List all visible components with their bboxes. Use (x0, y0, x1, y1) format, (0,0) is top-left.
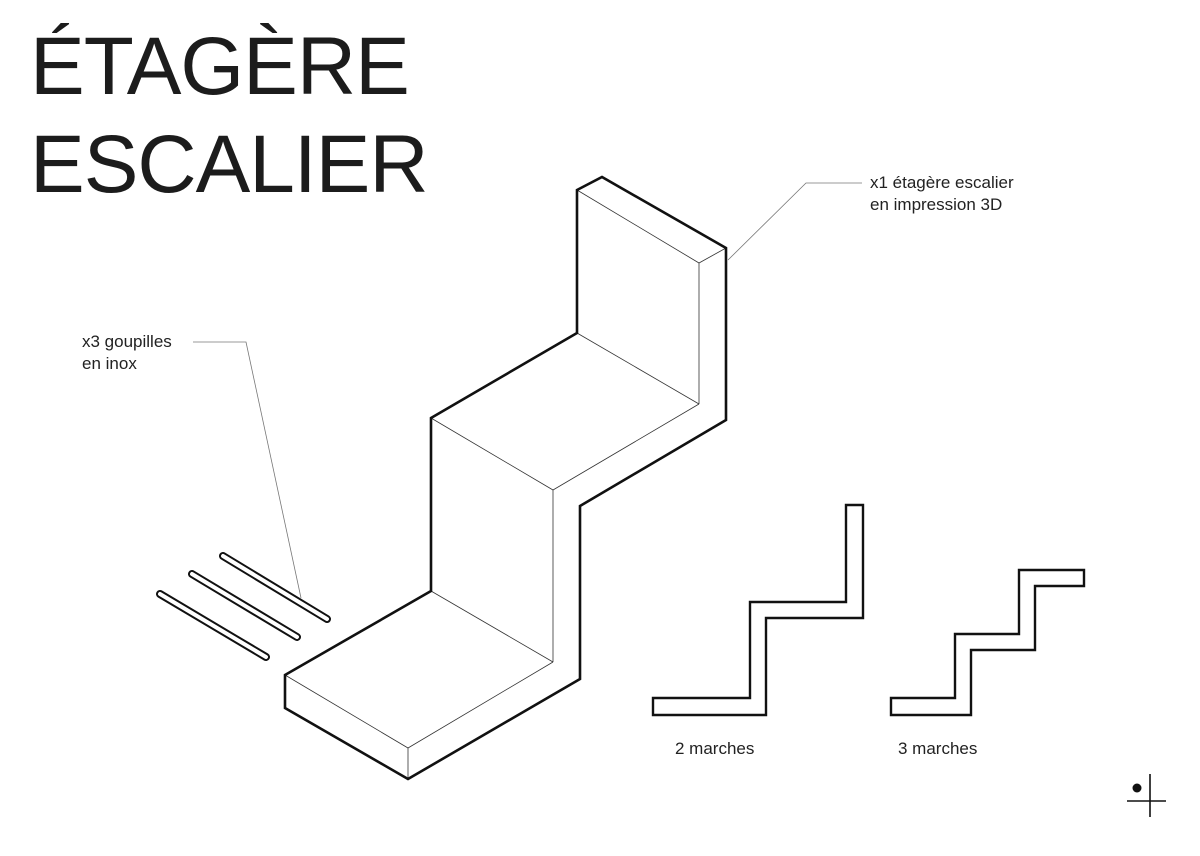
stair-shelf-isometric (283, 175, 728, 781)
page-title: ÉTAGÈRE ESCALIER (30, 18, 429, 214)
callout-shelf: x1 étagère escalier en impression 3D (870, 172, 1014, 216)
dot-cross-logo-icon (1127, 774, 1166, 817)
caption-3-steps: 3 marches (898, 739, 978, 758)
callout-pins: x3 goupilles en inox (82, 331, 172, 375)
leader-line-shelf (727, 182, 862, 261)
callout-shelf-line-2: en impression 3D (870, 195, 1003, 214)
callout-pins-line-2: en inox (82, 354, 137, 373)
caption-2-steps: 2 marches (675, 739, 755, 758)
title-line-1: ÉTAGÈRE (30, 21, 410, 112)
stainless-pins (156, 552, 331, 661)
title-line-2: ESCALIER (30, 119, 429, 210)
shelf-inner-edges (284, 189, 727, 779)
callout-pins-line-1: x3 goupilles (82, 332, 172, 351)
callout-shelf-line-1: x1 étagère escalier (870, 173, 1014, 192)
profile-3-steps (889, 568, 1086, 717)
leader-line-pins (193, 341, 302, 599)
shelf-silhouette (283, 175, 728, 781)
profile-2-steps (651, 503, 865, 717)
